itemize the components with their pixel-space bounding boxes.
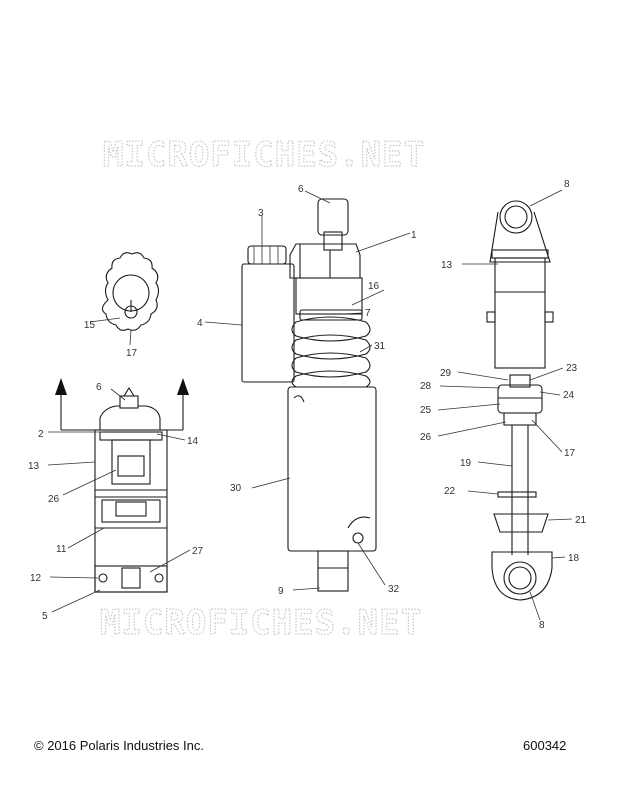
- callout-17-knob: 17: [126, 348, 138, 359]
- shock-assembly-front-view: [204, 190, 411, 592]
- callout-21: 21: [575, 515, 587, 526]
- callout-11: 11: [56, 544, 67, 555]
- callout-23: 23: [566, 363, 578, 374]
- diagram-number: 600342: [523, 738, 567, 753]
- callout-18: 18: [568, 553, 580, 564]
- callout-6-left: 6: [96, 382, 102, 393]
- watermark-top: MICROFICHES.NET: [103, 135, 425, 175]
- callout-7: 7: [365, 308, 371, 319]
- callout-1: 1: [411, 230, 417, 241]
- copyright-text: © 2016 Polaris Industries Inc.: [34, 738, 204, 753]
- callout-32: 32: [388, 584, 400, 595]
- callout-8-top: 8: [564, 179, 570, 190]
- callout-31: 31: [374, 341, 386, 352]
- callout-27: 27: [192, 546, 204, 557]
- callout-15: 15: [84, 320, 96, 331]
- callout-19: 19: [460, 458, 472, 469]
- callout-12: 12: [30, 573, 42, 584]
- callout-5: 5: [42, 611, 48, 622]
- callout-16: 16: [368, 281, 380, 292]
- callout-25: 25: [420, 405, 432, 416]
- callout-4: 4: [197, 318, 203, 329]
- callout-22: 22: [444, 486, 456, 497]
- callout-17-right: 17: [564, 448, 576, 459]
- callout-9: 9: [278, 586, 284, 597]
- callout-24: 24: [563, 390, 575, 401]
- callout-26-left: 26: [48, 494, 60, 505]
- shock-assembly-side-view: [437, 189, 573, 621]
- callout-3: 3: [258, 208, 264, 219]
- callout-labels: 15 17 6 2 14 13 26 11 27 12 5 6 3 1 16 7…: [28, 179, 587, 631]
- callout-30: 30: [230, 483, 242, 494]
- reservoir-section-view: [47, 378, 191, 613]
- callout-2: 2: [38, 429, 44, 440]
- callout-13-right: 13: [441, 260, 453, 271]
- callout-26-right: 26: [420, 432, 432, 443]
- callout-8-bottom: 8: [539, 620, 545, 631]
- callout-28: 28: [420, 381, 432, 392]
- watermark-bottom: MICROFICHES.NET: [100, 603, 422, 643]
- adjuster-knob-top-view: [89, 252, 160, 346]
- callout-14: 14: [187, 436, 199, 447]
- callout-13-left: 13: [28, 461, 40, 472]
- callout-6-center: 6: [298, 184, 304, 195]
- callout-29: 29: [440, 368, 452, 379]
